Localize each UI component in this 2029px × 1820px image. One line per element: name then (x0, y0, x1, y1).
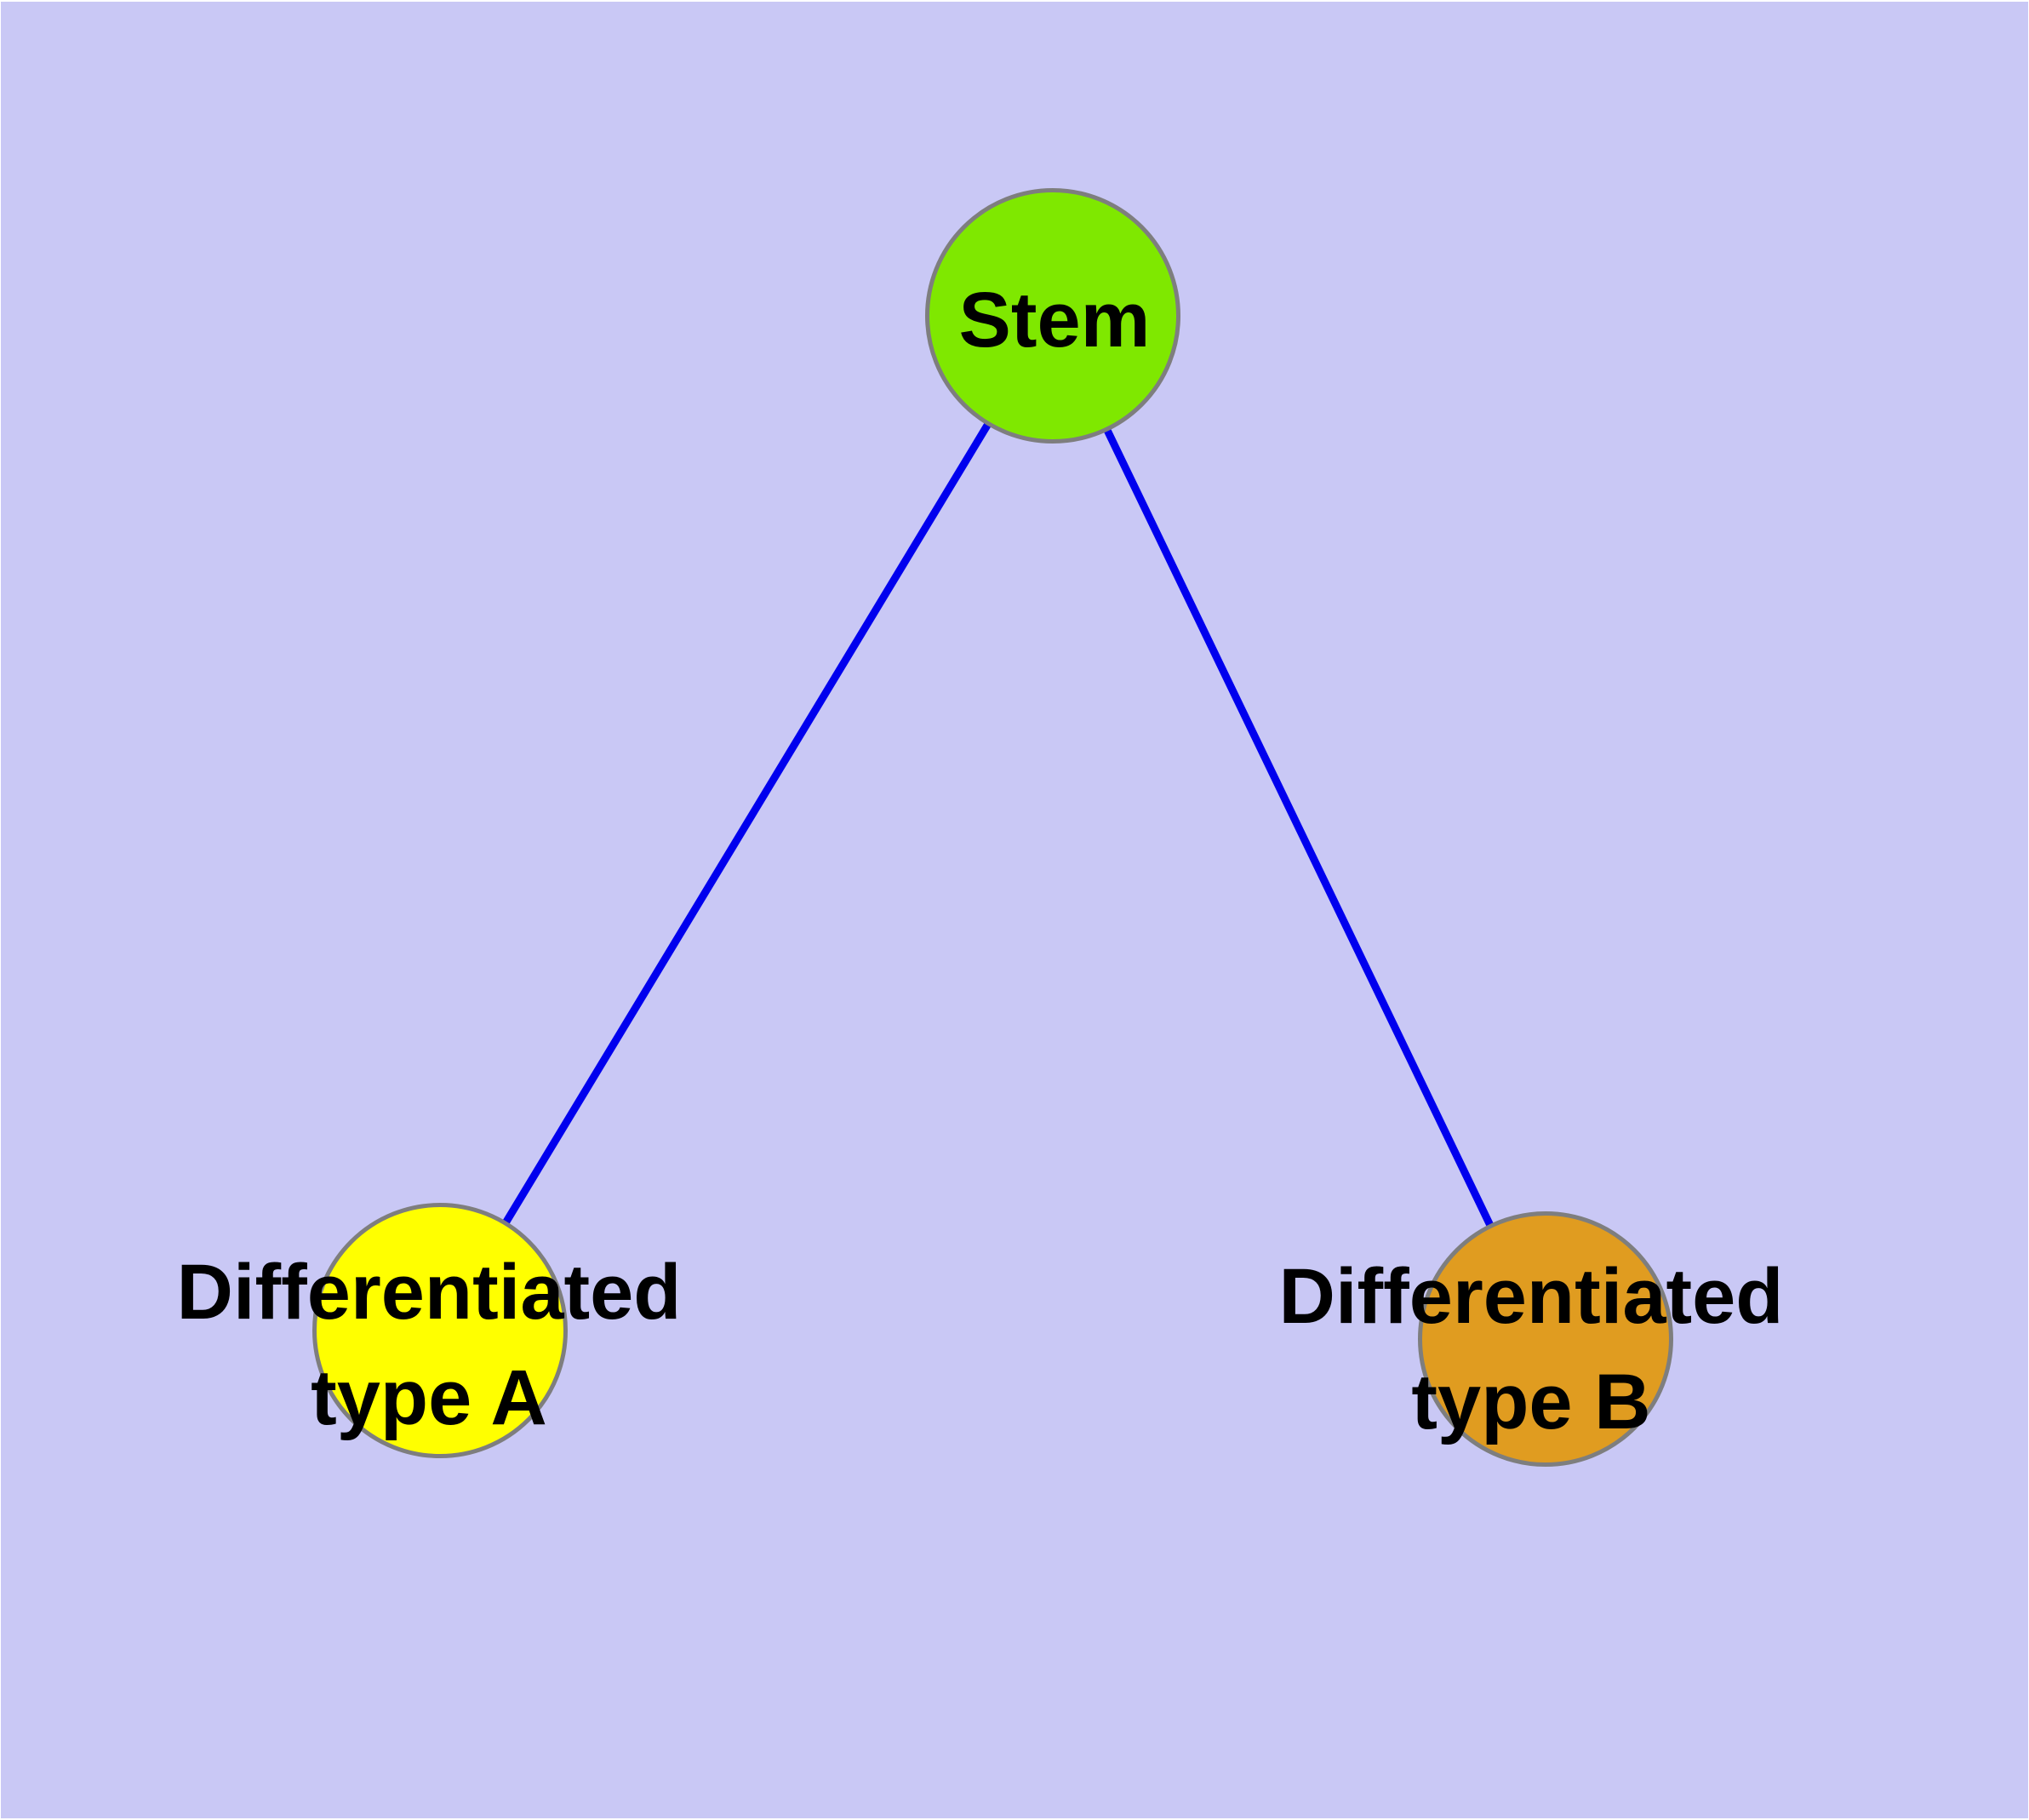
node-type-a-label: Differentiated type A (177, 1239, 682, 1451)
node-differentiated-type-a (312, 1203, 568, 1458)
node-type-b-label-line2: type B (1411, 1359, 1651, 1445)
node-differentiated-type-b (1418, 1211, 1673, 1467)
node-stem-label: Stem (958, 277, 1151, 363)
node-type-a-label-line2: type A (311, 1354, 547, 1441)
node-type-a-label-line1: Differentiated (176, 1249, 682, 1336)
edge-stem-to-type-a (437, 314, 1056, 1332)
node-stem (925, 188, 1180, 444)
node-type-b-label-line1: Differentiated (1278, 1253, 1784, 1340)
node-type-b-label: Differentiated type B (1279, 1244, 1784, 1455)
edge-stem-to-type-b (1049, 315, 1548, 1341)
